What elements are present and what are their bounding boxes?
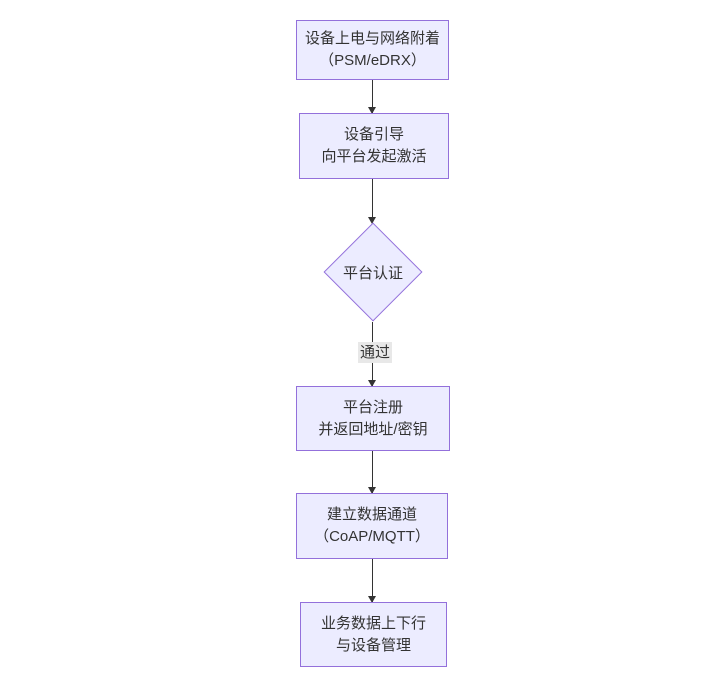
edge-channel-to-business xyxy=(368,559,376,603)
node-label: 并返回地址/密钥 xyxy=(318,420,428,438)
node-label: 平台认证 xyxy=(342,264,403,282)
node-label: （PSM/eDRX） xyxy=(319,52,426,69)
node-device-bootstrap: 设备引导 向平台发起激活 xyxy=(299,113,449,179)
edge-bootstrap-to-auth xyxy=(368,179,376,224)
edge-register-to-channel xyxy=(368,451,376,494)
arrowhead-down-icon xyxy=(368,380,376,387)
node-label: 向平台发起激活 xyxy=(321,148,427,165)
node-device-power-attach: 设备上电与网络附着 （PSM/eDRX） xyxy=(296,20,449,80)
arrowhead-down-icon xyxy=(368,107,376,114)
node-platform-register: 平台注册 并返回地址/密钥 xyxy=(296,386,450,451)
arrowhead-down-icon xyxy=(368,596,376,603)
edge-label-pass: 通过 xyxy=(358,342,393,363)
node-label: 设备引导 xyxy=(343,126,404,143)
node-business-data: 业务数据上下行 与设备管理 xyxy=(300,602,447,667)
node-label: （CoAP/MQTT） xyxy=(314,528,430,545)
arrowhead-down-icon xyxy=(368,217,376,224)
node-label: 平台注册 xyxy=(342,398,403,416)
node-label: 与设备管理 xyxy=(335,636,411,654)
node-label: 设备上电与网络附着 xyxy=(304,30,440,47)
node-label: 建立数据通道 xyxy=(326,506,417,523)
node-label: 业务数据上下行 xyxy=(320,614,426,632)
arrowhead-down-icon xyxy=(368,487,376,494)
node-data-channel: 建立数据通道 （CoAP/MQTT） xyxy=(296,493,448,559)
edge-power-to-bootstrap xyxy=(368,80,376,114)
node-platform-auth: 平台认证 xyxy=(322,222,424,322)
